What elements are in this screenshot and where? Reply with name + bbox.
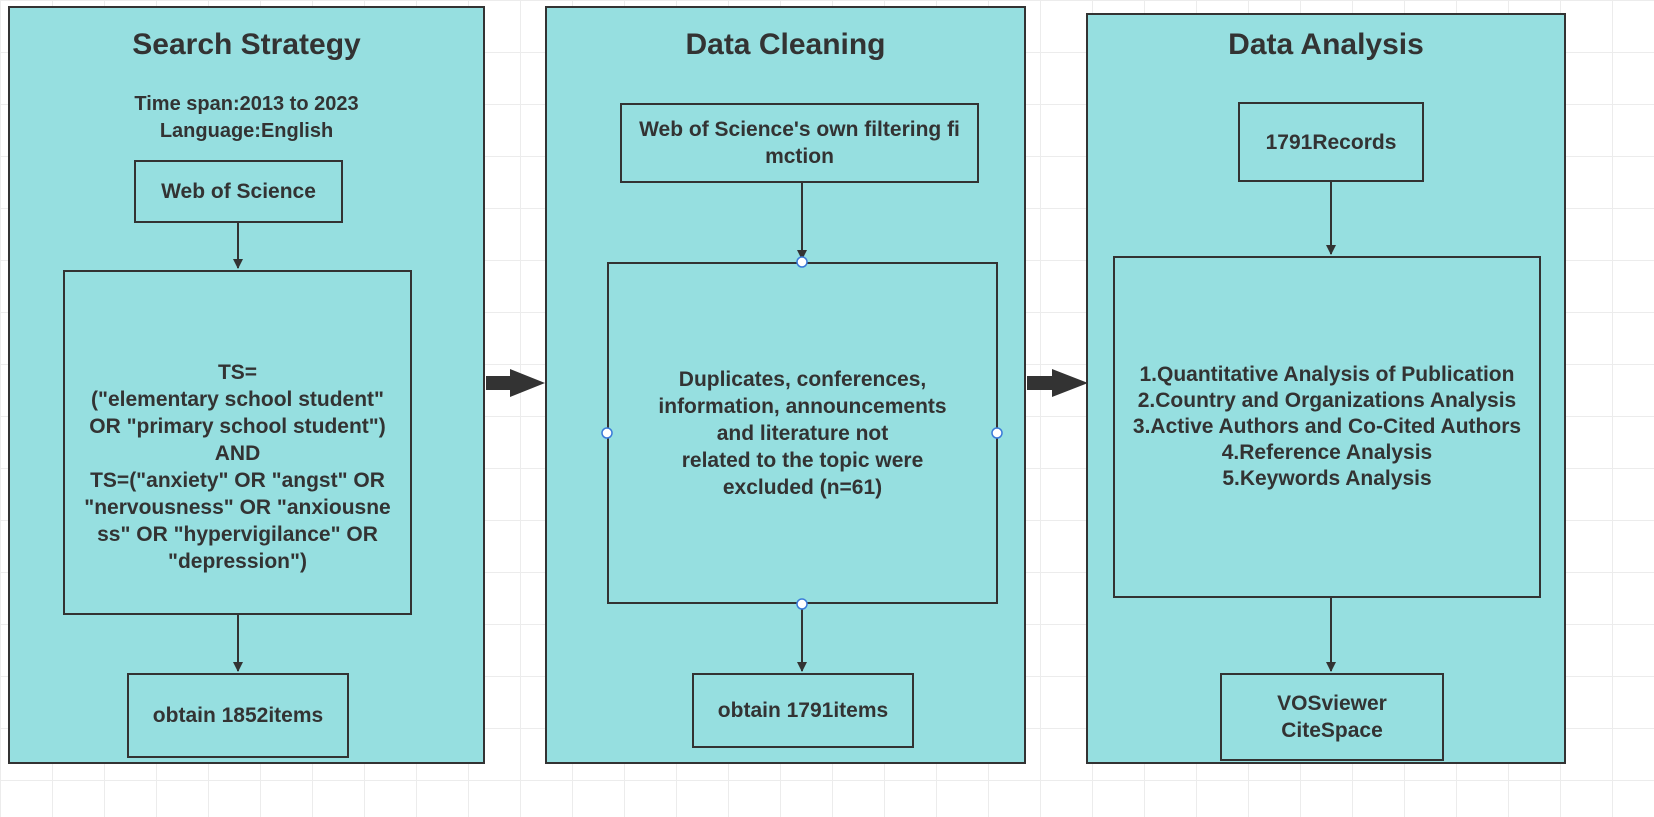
language-label: Language:English xyxy=(159,120,334,142)
wos-filtering-box[interactable]: Web of Science's own filtering fi mction xyxy=(620,103,979,183)
selection-handle-right xyxy=(991,427,1003,439)
panel-title-data-analysis: Data Analysis xyxy=(1228,28,1424,61)
selection-handle-top xyxy=(796,256,808,268)
tools-box[interactable]: VOSviewer CiteSpace xyxy=(1220,673,1444,761)
1791-records-box[interactable]: 1791Records xyxy=(1238,102,1424,182)
search-query-box[interactable]: TS= ("elementary school student" OR "pri… xyxy=(63,270,412,615)
obtain-1791-items-box[interactable]: obtain 1791items xyxy=(692,673,914,748)
selection-handle-left xyxy=(601,427,613,439)
selection-handle-bottom xyxy=(796,598,808,610)
exclusion-criteria-box[interactable]: Duplicates, conferences, information, an… xyxy=(607,262,998,604)
analysis-list-box[interactable]: 1.Quantitative Analysis of Publication 2… xyxy=(1113,256,1541,598)
arrow-panel1-to-panel2 xyxy=(486,369,545,397)
arrow-panel2-to-panel3 xyxy=(1027,369,1088,397)
panel-title-search-strategy: Search Strategy xyxy=(132,28,361,61)
panel-title-data-cleaning: Data Cleaning xyxy=(685,28,886,61)
obtain-1852-items-box[interactable]: obtain 1852items xyxy=(127,673,349,758)
time-span-label: Time span:2013 to 2023 xyxy=(134,93,359,115)
web-of-science-box[interactable]: Web of Science xyxy=(134,160,343,223)
